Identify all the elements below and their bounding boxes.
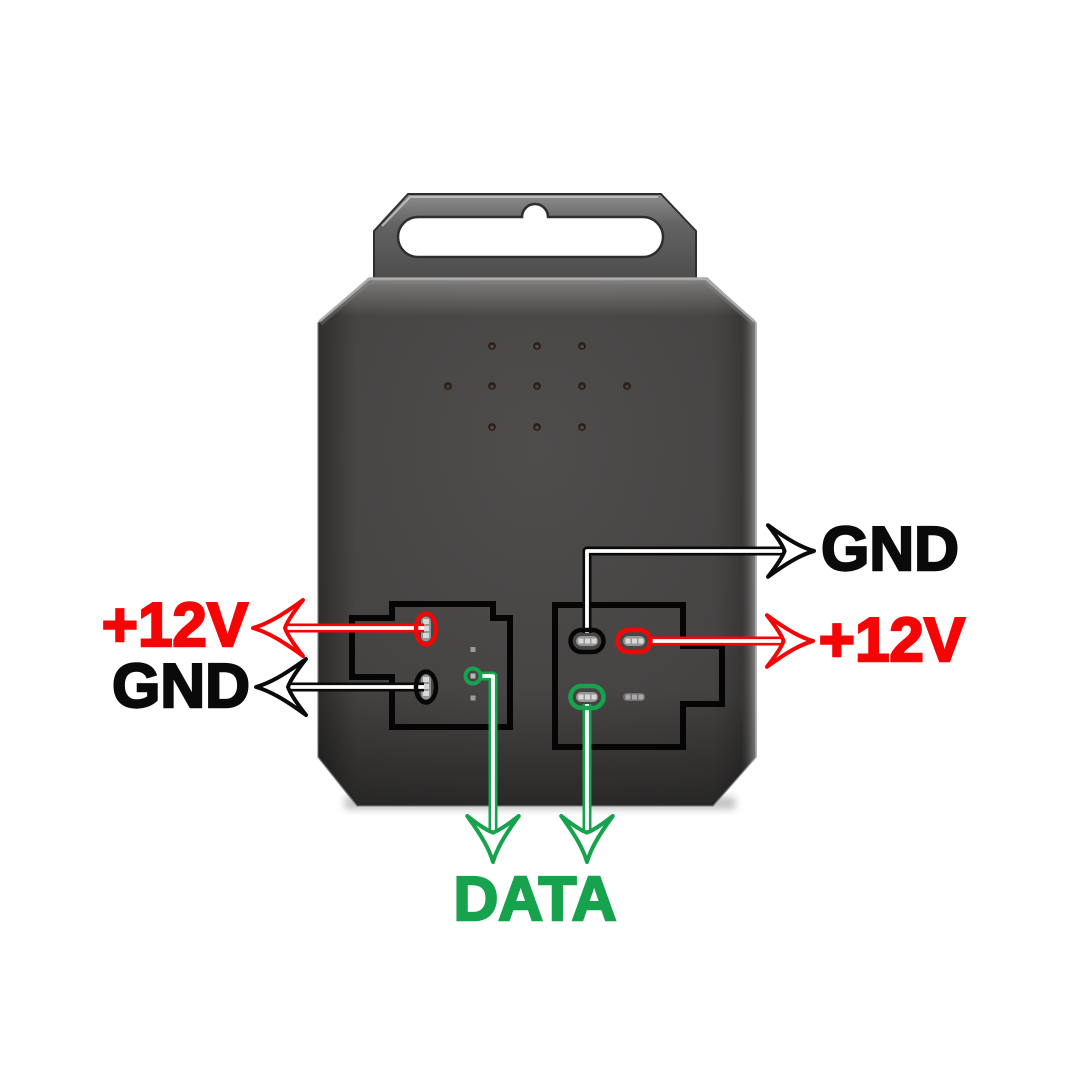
left-power-pin bbox=[421, 616, 431, 642]
body-top-rim-highlight bbox=[319, 277, 755, 322]
right-ground-wire bbox=[582, 546, 786, 633]
right-power-pin bbox=[623, 636, 645, 646]
left-data-ring bbox=[463, 666, 483, 686]
left-ground-pin bbox=[421, 674, 431, 700]
speaker-hole-row-1 bbox=[488, 342, 586, 350]
left-ground-ring bbox=[413, 669, 439, 705]
right-unused-pin bbox=[623, 693, 645, 701]
right-data-pin bbox=[576, 692, 598, 702]
left-power-ring bbox=[413, 611, 439, 647]
left-pin-dot-top bbox=[470, 647, 476, 652]
right-ground-ring bbox=[568, 627, 606, 655]
right-power-label: +12V bbox=[818, 606, 967, 675]
body-left-shade bbox=[318, 278, 358, 806]
hanger-tab bbox=[373, 193, 697, 279]
speaker-hole-row-2 bbox=[444, 382, 631, 390]
body-right-shade bbox=[710, 278, 756, 806]
left-ground-label: GND bbox=[111, 652, 251, 721]
left-connector-outline bbox=[349, 601, 513, 730]
data-label: DATA bbox=[452, 865, 617, 934]
left-power-label: +12V bbox=[101, 591, 250, 660]
right-connector-pins bbox=[576, 636, 645, 702]
speaker-holes bbox=[444, 342, 631, 431]
body-top-rim-glow bbox=[318, 278, 756, 326]
left-data-pin bbox=[470, 673, 476, 679]
hanger-slot bbox=[396, 202, 665, 259]
right-ground-label: GND bbox=[820, 515, 960, 584]
right-data-ring bbox=[568, 683, 606, 711]
pin-rings bbox=[413, 611, 653, 711]
wires bbox=[281, 546, 786, 836]
device-body bbox=[317, 277, 757, 807]
left-pin-dot-bottom bbox=[470, 695, 476, 701]
data-wire-left bbox=[480, 671, 498, 836]
hanger-tab-top-highlight bbox=[381, 196, 658, 227]
body-bottom-shade bbox=[318, 640, 756, 806]
speaker-hole-row-3 bbox=[488, 423, 586, 431]
left-connector-pins bbox=[421, 616, 476, 701]
right-connector-outline bbox=[552, 602, 725, 750]
right-power-ring bbox=[615, 627, 653, 655]
body-top-sheen bbox=[318, 278, 756, 318]
right-ground-pin bbox=[576, 636, 598, 646]
